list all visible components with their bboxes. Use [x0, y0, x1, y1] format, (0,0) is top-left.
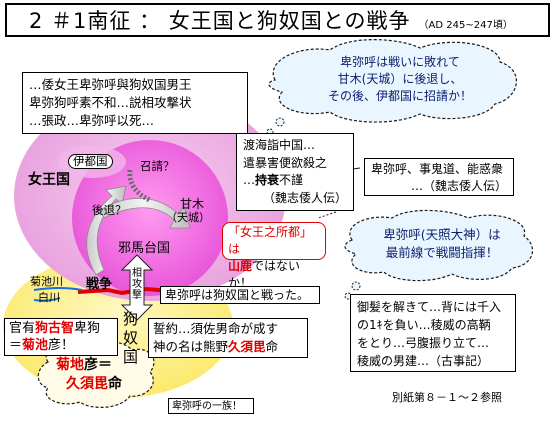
envoy-line-4: （魏志倭人伝） — [262, 190, 347, 205]
chronicle-line-3: …張政…卑弥呼以死… — [29, 113, 155, 128]
kojiki-line-4: 稜威の男建…（古事記） — [357, 354, 490, 368]
oath-line-2: 神の名は熊野久須毘命 — [153, 339, 279, 354]
kusubi-name: 久須毘 — [228, 339, 266, 354]
cloud-top-line-2: 甘木(天城）に後退し、 — [337, 72, 463, 86]
chronicle-quote-box: …倭女王卑弥呼與狗奴国男王 卑弥狗呼素不和…説相攻撃状 …張政…卑弥呼以死… — [22, 72, 248, 134]
label-kotai: 後退？ — [92, 203, 127, 217]
kikuchi-name: 菊池 — [22, 338, 49, 353]
title-box: 2 ＃1南征 ： 女王国と狗奴国との戦争 （AD 245~247頃） — [5, 3, 550, 37]
label-shosei: 召請？ — [140, 159, 175, 173]
yamaga-place: 山鹿 — [228, 259, 253, 273]
summon-arrow — [127, 169, 152, 203]
oath-box: 誓約…須佐男命が成す 神の名は熊野久須毘命 — [148, 318, 308, 358]
envoy-line-2: 遣暴害便欲殺之 — [243, 155, 328, 170]
kukochi-name: 狗古智 — [35, 321, 75, 336]
envoy-line-1: 渡海詣中国… — [243, 138, 316, 152]
label-amagi: 甘木 — [180, 197, 205, 211]
cloud-top-text: 卑弥呼は戦いに敗れて 甘木(天城）に後退し、 その後、伊都国に招請か！ — [300, 54, 500, 105]
amaterasu-line-1: 卑弥呼(天照大神）は — [383, 227, 501, 242]
official-line-1: 官有狗古智卑狗 — [9, 321, 101, 336]
kojiki-line-2: の1ｷを負い…稜威の高鞆 — [357, 318, 491, 332]
kido-quote-box: 卑弥呼、事鬼道、能惑衆 …（魏志倭人伝） — [364, 158, 514, 196]
label-attack-vertical: 相攻撃 — [132, 268, 142, 301]
label-yamatai: 邪馬台国 — [118, 241, 171, 256]
attack-arrow — [120, 254, 154, 321]
yamatai-region — [72, 140, 228, 296]
kikuchi-line-1: 菊地彦＝ — [56, 357, 112, 373]
cloud-top-shape — [268, 39, 518, 123]
yamaga-line-1: 「女王之所都」は — [228, 225, 313, 256]
chronicle-line-1: …倭女王卑弥呼與狗奴国男王 — [29, 77, 192, 92]
label-kikuchi-river: 菊池川 — [30, 275, 63, 288]
cloud-amaterasu-shape — [344, 209, 534, 282]
page-title: 2 ＃1南征 ： 女王国と狗奴国との戦争 — [29, 9, 411, 33]
kojiki-line-3: をとり…弓腹振り立て… — [357, 336, 490, 350]
page-subtitle: （AD 245~247頃） — [418, 19, 513, 31]
jisai-term: 持衰 — [255, 173, 280, 187]
cloud-amaterasu-text: 卑弥呼(天照大神）は 最前線で戦闘指揮！ — [368, 226, 516, 262]
kojiki-quote-box: 御髪を解きて…背には千入 の1ｷを負い…稜威の高鞆 をとり…弓腹振り立て… 稜威… — [350, 294, 516, 372]
envoy-line-3: …持衰不謹 — [243, 173, 304, 187]
label-amagi-alt: （天城） — [166, 211, 210, 224]
kido-line-1: 卑弥呼、事鬼道、能惑衆 — [371, 162, 504, 176]
label-battle: 戦争 — [86, 277, 113, 292]
kikuchi-river — [33, 287, 83, 291]
yamaga-callout: 「女王之所都」は 山鹿ではないか！ — [222, 222, 326, 290]
cloud-top-line-1: 卑弥呼は戦いに敗れて — [340, 55, 460, 69]
label-joou: 女王国 — [28, 172, 70, 188]
label-kuna-vertical: 狗奴国 — [123, 310, 139, 366]
amaterasu-line-2: 最前線で戦闘指揮！ — [385, 245, 499, 260]
official-line-2: ＝菊池彦！ — [9, 338, 75, 353]
reference-note: 別紙第８－１～２参照 — [392, 391, 502, 404]
kikuchi-line-2: 久須毘命 — [66, 376, 122, 392]
label-itokoku: 伊都国 — [68, 154, 113, 170]
oath-line-1: 誓約…須佐男命が成す — [153, 321, 279, 336]
fought-box: 卑弥呼は狗奴国と戦った。 — [160, 286, 320, 304]
chronicle-line-2: 卑弥狗呼素不和…説相攻撃状 — [29, 95, 192, 110]
cloud-kikuchi-text: 菊地彦＝ 久須毘命 — [56, 356, 122, 394]
envoy-quote-box: 渡海詣中国… 遣暴害便欲殺之 …持衰不謹 （魏志倭人伝） — [236, 133, 354, 211]
official-box: 官有狗古智卑狗 ＝菊池彦！ — [4, 318, 118, 356]
label-shirakawa: 白川 — [38, 291, 60, 304]
cloud-top-line-3: その後、伊都国に招請か！ — [327, 89, 472, 103]
retreat-arrow-right — [99, 198, 191, 229]
shirakawa-river — [33, 297, 61, 302]
kojiki-line-1: 御髪を解きて…背には千入 — [357, 300, 502, 314]
ichizoku-box: 卑弥呼の一族！ — [168, 398, 254, 414]
retreat-arrow-left — [86, 185, 127, 276]
kido-line-2: …（魏志倭人伝） — [410, 179, 507, 193]
